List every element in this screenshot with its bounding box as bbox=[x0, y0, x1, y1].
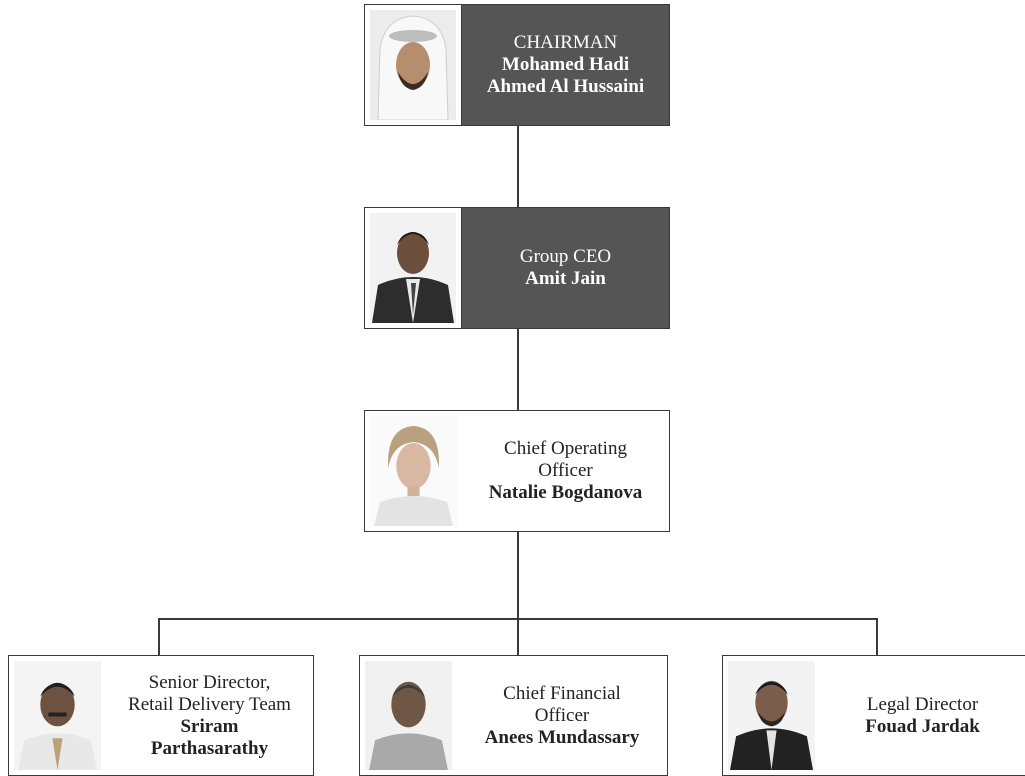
chairman-photo-frame bbox=[365, 5, 462, 125]
coo-photo-frame bbox=[365, 411, 462, 531]
retail-director-name-line1: Sriram bbox=[180, 715, 239, 737]
connector-coo-branch bbox=[517, 531, 519, 618]
chairman-role: CHAIRMAN bbox=[513, 32, 618, 53]
legal-director-text: Legal Director Fouad Jardak bbox=[820, 656, 1025, 775]
legal-director-role: Legal Director bbox=[866, 693, 979, 715]
connector-to-legal bbox=[876, 618, 878, 655]
legal-director-card: Legal Director Fouad Jardak bbox=[722, 655, 1025, 776]
legal-director-photo-frame bbox=[723, 656, 820, 775]
connector-to-cfo bbox=[517, 618, 519, 655]
ceo-photo bbox=[370, 213, 456, 323]
connector-to-retail bbox=[158, 618, 160, 655]
ceo-card: Group CEO Amit Jain bbox=[364, 207, 670, 329]
retail-director-name-line2: Parthasarathy bbox=[150, 737, 269, 759]
cfo-role-line1: Chief Financial bbox=[503, 682, 621, 704]
retail-director-photo bbox=[14, 661, 101, 770]
chairman-text: CHAIRMAN Mohamed Hadi Ahmed Al Hussaini bbox=[462, 5, 669, 125]
chairman-card: CHAIRMAN Mohamed Hadi Ahmed Al Hussaini bbox=[364, 4, 670, 126]
cfo-role-line2: Officer bbox=[534, 704, 590, 726]
coo-card: Chief Operating Officer Natalie Bogdanov… bbox=[364, 410, 670, 532]
coo-role-line1: Chief Operating bbox=[504, 438, 627, 459]
cfo-text: Chief Financial Officer Anees Mundassary bbox=[457, 656, 667, 775]
retail-director-text: Senior Director, Retail Delivery Team Sr… bbox=[106, 656, 313, 775]
ceo-photo-frame bbox=[365, 208, 462, 328]
coo-role-line2: Officer bbox=[538, 460, 593, 481]
chairman-photo bbox=[370, 10, 456, 120]
chairman-name-line2: Ahmed Al Hussaini bbox=[486, 76, 645, 97]
coo-photo bbox=[370, 416, 457, 526]
cfo-photo-frame bbox=[360, 656, 457, 775]
ceo-name: Amit Jain bbox=[525, 268, 606, 289]
legal-director-photo bbox=[728, 661, 815, 770]
retail-director-role-line1: Senior Director, bbox=[148, 671, 271, 693]
coo-name: Natalie Bogdanova bbox=[488, 482, 643, 503]
ceo-role: Group CEO bbox=[519, 246, 612, 267]
connector-chairman-ceo bbox=[517, 125, 519, 208]
retail-director-card: Senior Director, Retail Delivery Team Sr… bbox=[8, 655, 314, 776]
cfo-name: Anees Mundassary bbox=[484, 726, 640, 748]
legal-director-name: Fouad Jardak bbox=[865, 715, 980, 737]
retail-director-role-line2: Retail Delivery Team bbox=[128, 693, 291, 715]
ceo-text: Group CEO Amit Jain bbox=[462, 208, 669, 328]
cfo-photo bbox=[365, 661, 452, 770]
connector-ceo-coo bbox=[517, 329, 519, 411]
coo-text: Chief Operating Officer Natalie Bogdanov… bbox=[462, 411, 669, 531]
retail-director-photo-frame bbox=[9, 656, 106, 775]
chairman-name-line1: Mohamed Hadi bbox=[501, 54, 630, 75]
cfo-card: Chief Financial Officer Anees Mundassary bbox=[359, 655, 668, 776]
